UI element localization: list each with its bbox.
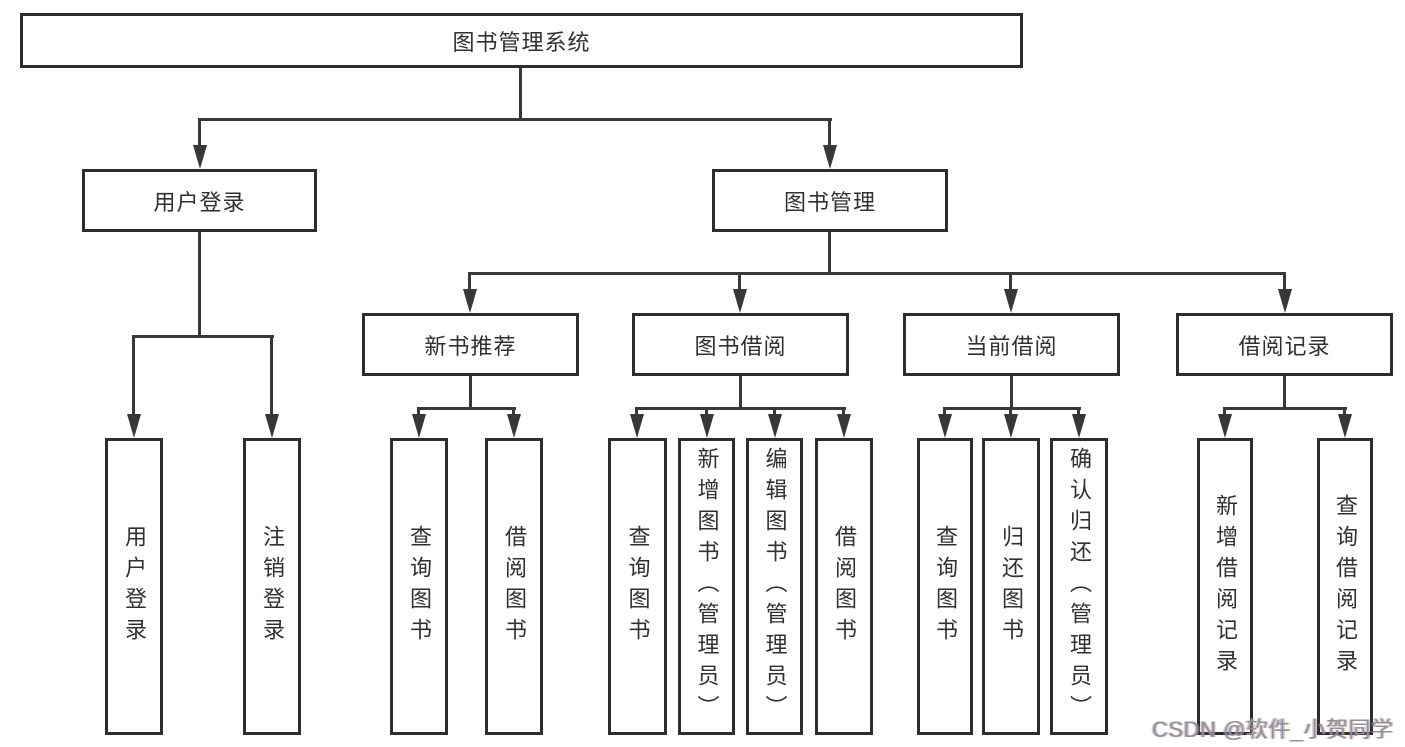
connector-stub [417, 407, 420, 417]
arrowhead-current [1004, 289, 1018, 313]
leaf-label: 新增借阅记录 [1213, 493, 1238, 680]
arrowhead-borrowing [733, 289, 747, 313]
leaf-query-books-recommend: 查询图书 [390, 438, 448, 735]
node-label: 图书管理系统 [452, 29, 591, 55]
arrowhead-new-book [463, 289, 477, 313]
leaf-label: 确认归还（管理员） [1067, 447, 1092, 726]
arrowhead-leaf [1072, 414, 1086, 438]
arrowhead-leaf-logout [265, 414, 279, 438]
connector-borrowing-split [635, 407, 846, 410]
connector-level3-split [468, 272, 1286, 275]
leaf-label: 查询借阅记录 [1333, 493, 1358, 680]
connector-root-stem [519, 68, 522, 120]
connector-stub [1343, 407, 1346, 417]
node-label: 借阅记录 [1238, 333, 1331, 359]
leaf-query-books-current: 查询图书 [917, 438, 973, 735]
leaf-confirm-return-admin: 确认归还（管理员） [1050, 438, 1108, 735]
connector-records-stem [1283, 376, 1286, 410]
arrowhead-leaf [412, 414, 426, 438]
connector-stub [1009, 407, 1012, 417]
arrowhead-leaf [837, 414, 851, 438]
arrowhead-leaf [1218, 414, 1232, 438]
connector-to-book-mgmt [828, 118, 831, 148]
connector-current-split [943, 407, 1081, 410]
leaf-label: 查询图书 [625, 524, 651, 649]
leaf-label: 新增图书（管理员） [694, 447, 720, 726]
leaf-borrow-books-borrowing: 借阅图书 [815, 438, 873, 735]
leaf-label: 归还图书 [999, 524, 1024, 649]
arrowhead-leaf [1338, 414, 1352, 438]
node-label: 新书推荐 [424, 333, 517, 359]
connector-borrowing-stem [739, 376, 742, 410]
connector-root-split [198, 118, 832, 121]
arrowhead-user-login [193, 145, 207, 169]
connector-new-book-stem [469, 376, 472, 410]
leaf-label: 借阅图书 [502, 524, 527, 649]
node-label: 当前借阅 [965, 333, 1058, 359]
arrowhead-leaf [700, 414, 714, 438]
arrowhead-leaf [938, 414, 952, 438]
node-book-management: 图书管理 [712, 169, 948, 232]
node-borrowing-records: 借阅记录 [1176, 313, 1393, 376]
connector-new-book-split [417, 407, 516, 410]
connector-to-records [1283, 272, 1286, 291]
leaf-query-borrow-record: 查询借阅记录 [1317, 438, 1373, 735]
connector-to-borrowing [738, 272, 741, 291]
leaf-label: 借阅图书 [832, 524, 857, 649]
node-label: 用户登录 [153, 189, 246, 215]
node-label: 图书管理 [783, 189, 876, 215]
node-book-borrowing: 图书借阅 [632, 313, 849, 376]
connector-user-login-stem [198, 232, 201, 338]
leaf-label: 查询图书 [933, 524, 958, 649]
arrowhead-leaf [507, 414, 521, 438]
connector-stub [512, 407, 515, 417]
connector-to-current [1009, 272, 1012, 291]
connector-book-mgmt-stem [828, 232, 831, 274]
arrowhead-leaf-login [127, 414, 141, 438]
arrowhead-leaf [768, 414, 782, 438]
leaf-logout: 注销登录 [243, 438, 301, 735]
arrowhead-leaf [630, 414, 644, 438]
node-new-book-recommend: 新书推荐 [362, 313, 579, 376]
connector-to-new-book [468, 272, 471, 291]
leaf-label: 编辑图书（管理员） [762, 447, 788, 726]
node-label: 图书借阅 [694, 333, 787, 359]
node-user-login: 用户登录 [82, 169, 317, 232]
arrowhead-book-mgmt [823, 145, 837, 169]
arrowhead-leaf [1004, 414, 1018, 438]
arrowhead-records [1278, 289, 1292, 313]
connector-current-stem [1010, 376, 1013, 410]
leaf-label: 用户登录 [122, 524, 147, 649]
connector-stub [705, 407, 708, 417]
leaf-borrow-books-recommend: 借阅图书 [485, 438, 543, 735]
leaf-add-borrow-record: 新增借阅记录 [1197, 438, 1253, 735]
connector-records-split [1223, 407, 1347, 410]
leaf-query-books-borrowing: 查询图书 [608, 438, 667, 735]
node-library-management-system: 图书管理系统 [20, 13, 1023, 68]
connector-stub [635, 407, 638, 417]
connector-user-login-split [132, 335, 274, 338]
connector-stub [773, 407, 776, 417]
leaf-add-book-admin: 新增图书（管理员） [678, 438, 735, 735]
leaf-label: 查询图书 [407, 524, 432, 649]
csdn-watermark: CSDN @软件_小贺同学 [1152, 717, 1394, 742]
connector-leaf-logout [270, 335, 273, 416]
leaf-return-books: 归还图书 [982, 438, 1040, 735]
node-current-borrowing: 当前借阅 [903, 313, 1120, 376]
connector-stub [943, 407, 946, 417]
connector-stub [1077, 407, 1080, 417]
leaf-user-login: 用户登录 [105, 438, 163, 735]
leaf-label: 注销登录 [260, 524, 285, 649]
leaf-edit-book-admin: 编辑图书（管理员） [746, 438, 803, 735]
connector-stub [1223, 407, 1226, 417]
connector-to-user-login [198, 118, 201, 148]
connector-stub [842, 407, 845, 417]
connector-leaf-login [132, 335, 135, 416]
